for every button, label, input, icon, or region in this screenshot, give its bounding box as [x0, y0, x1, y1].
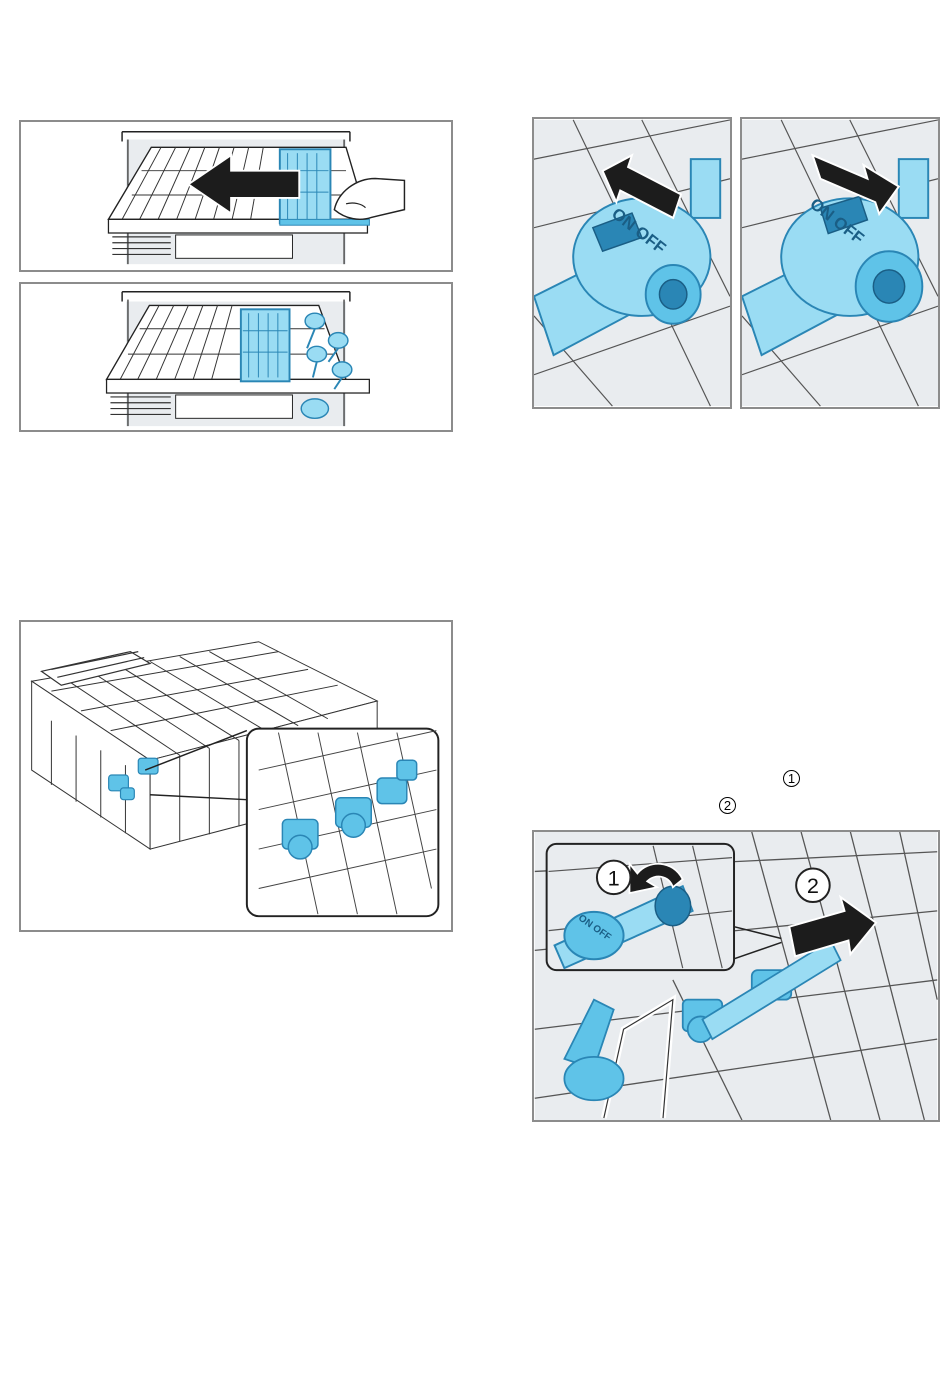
figure-basket-placed [19, 282, 453, 432]
basket-push-illustration [21, 122, 451, 270]
badge-1: 1 [608, 865, 620, 890]
basket-placed-illustration [21, 284, 451, 430]
valve-panel-right: ON OFF [740, 117, 940, 409]
valve-on-illustration: ON OFF [534, 119, 730, 407]
rack-valves-illustration [21, 622, 451, 930]
valve-off-illustration: ON OFF [742, 119, 938, 407]
figure-valve-removal: 2 ON OFF 1 [532, 830, 940, 1122]
valve-removal-illustration: 2 ON OFF 1 [534, 832, 938, 1120]
badge-2: 2 [807, 873, 819, 898]
valve-panel-left: ON OFF [532, 117, 732, 409]
figure-basket-push [19, 120, 453, 272]
step-callout-1: 1 [783, 770, 800, 787]
step-callout-2: 2 [719, 797, 736, 814]
figure-rack-valves [19, 620, 453, 932]
